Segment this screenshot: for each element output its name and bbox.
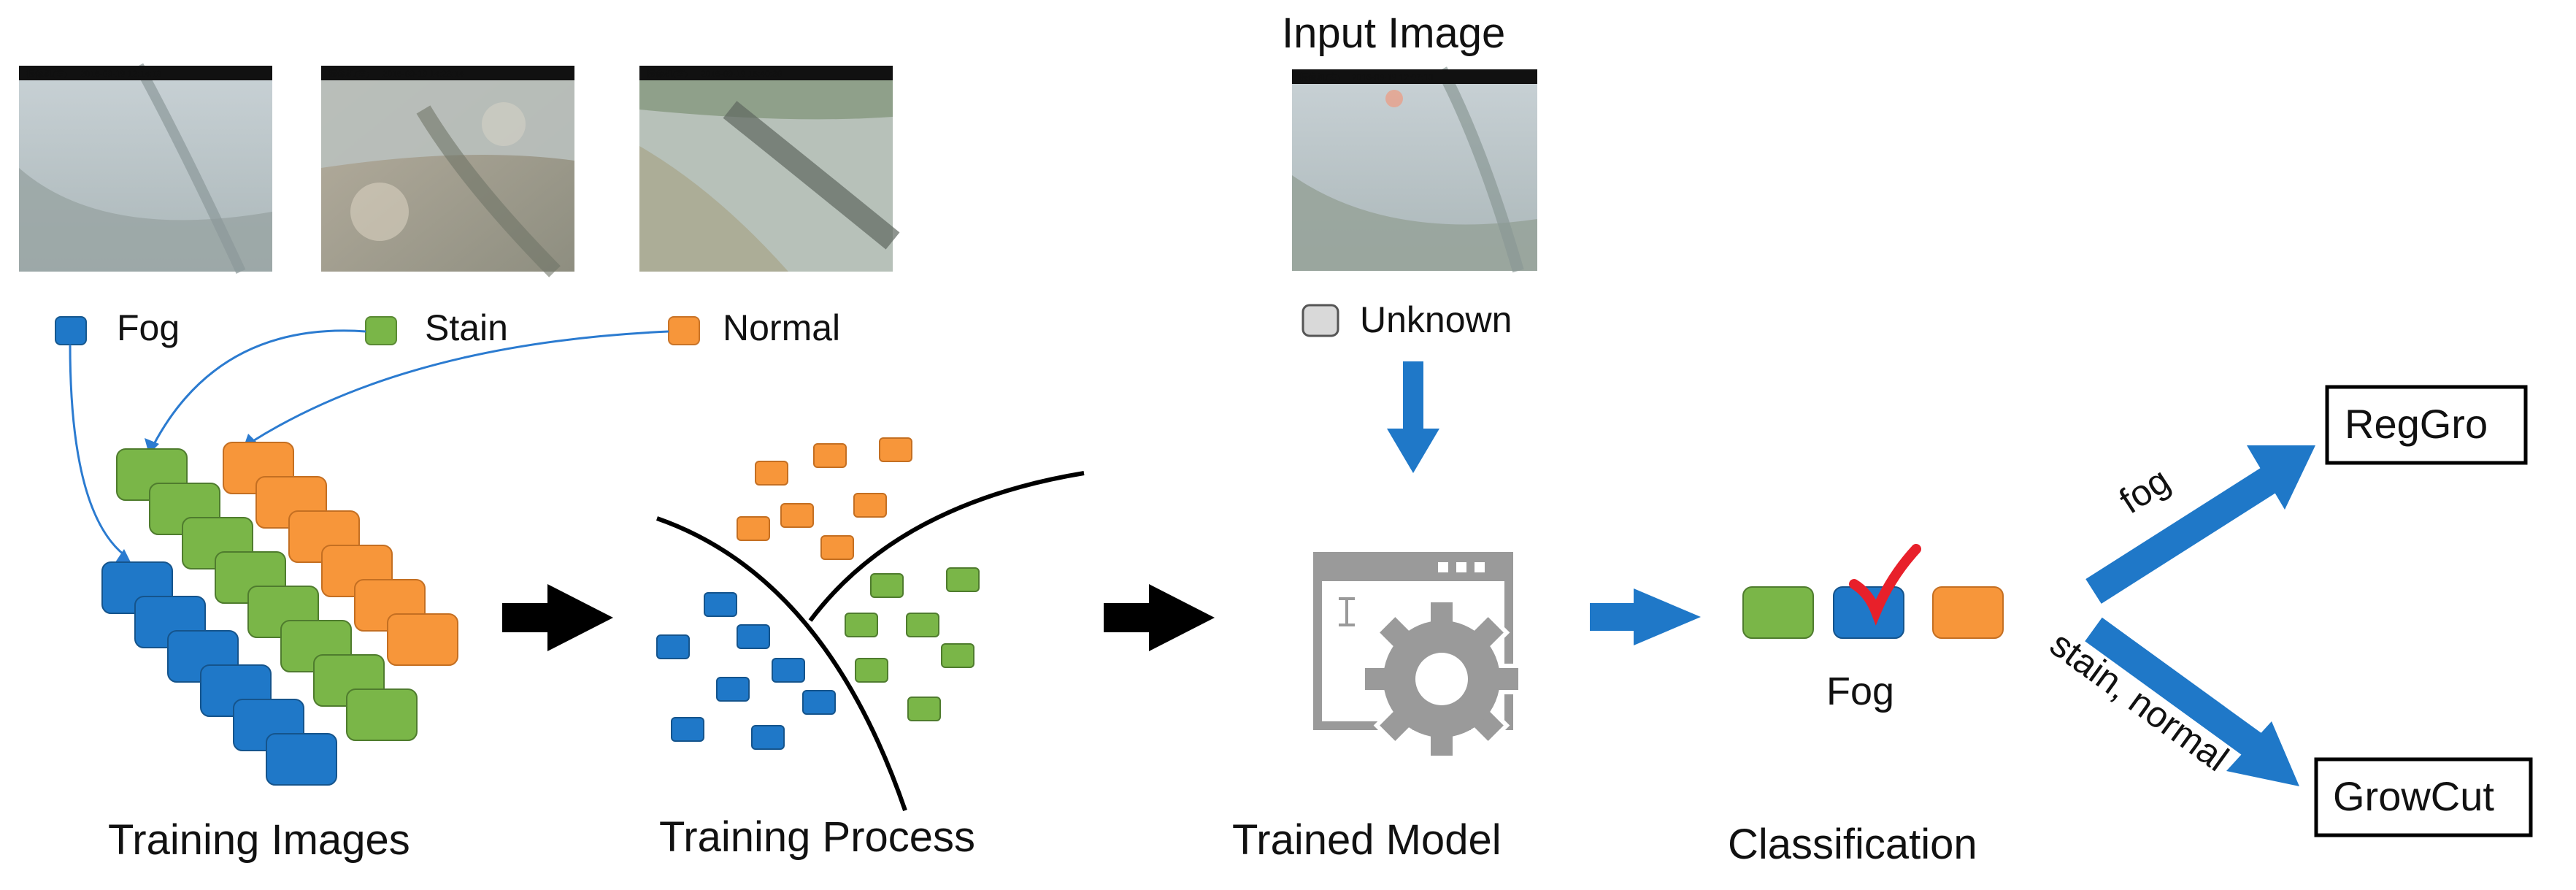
blue-arrow-other-branch-icon <box>2085 617 2299 786</box>
class-stain-swatch <box>1742 586 1814 639</box>
training-photo-normal: 摄像机(室) 2016-09-19 15:40:30 <box>639 66 900 272</box>
legend-stain-swatch <box>365 316 397 345</box>
legend-normal-swatch <box>668 316 700 345</box>
legend-normal-label: Normal <box>723 307 840 348</box>
photo-caption: 摄像机(室) <box>647 68 688 79</box>
stage-label-classification: Classification <box>1728 821 1977 868</box>
stain-connector <box>152 329 366 446</box>
photo-timestamp: 2016-09-19 12:14:13 <box>80 69 162 79</box>
photo-caption: 摄像机(室) <box>26 68 67 79</box>
stage-label-trained-model: Trained Model <box>1232 816 1502 864</box>
legend: Fog Stain Normal <box>55 307 840 348</box>
photo-caption: 摄像机(室) <box>1299 72 1340 83</box>
stage-label-training-process: Training Process <box>659 813 975 861</box>
legend-fog-swatch <box>55 316 87 345</box>
photo-timestamp: 2016-09-19 14:23:14 <box>382 69 464 79</box>
check-mark-icon <box>1849 544 1921 626</box>
photo-timestamp: 2016-09-19 12:07:13 <box>1352 72 1434 83</box>
orange-points <box>737 437 912 560</box>
unknown-swatch <box>1302 304 1339 337</box>
input-image-photo: 摄像机(室) 2016-09-19 12:07:13 <box>1292 66 1537 273</box>
training-process-scatter <box>656 437 1085 811</box>
blue-arrow-down-icon <box>1387 361 1439 473</box>
classification-result-label: Fog <box>1826 670 1894 713</box>
normal-card-stack <box>223 442 458 666</box>
input-image-title: Input Image <box>1282 9 1505 57</box>
stage-label-training-images: Training Images <box>108 816 410 864</box>
app-window-gear-icon <box>1313 552 1523 760</box>
output-reggro-label: RegGro <box>2345 401 2488 447</box>
black-arrow-right-icon <box>502 584 613 651</box>
branch-label-fog: fog <box>2112 459 2177 521</box>
green-points <box>845 567 980 721</box>
output-growcut-label: GrowCut <box>2333 773 2494 819</box>
blue-points <box>656 592 836 750</box>
class-normal-swatch <box>1932 586 2004 639</box>
blue-arrow-right-icon <box>1590 588 1701 645</box>
fog-connector <box>69 344 125 556</box>
training-photo-fog: 摄像机(室) 2016-09-19 12:14:13 <box>19 63 272 274</box>
photo-caption: 摄像机(室) <box>328 68 369 79</box>
training-photo-stain: 摄像机(室) 2016-09-19 14:23:14 <box>321 66 574 277</box>
unknown-label: Unknown <box>1360 299 1512 340</box>
fog-card-stack <box>101 561 337 786</box>
decision-boundary-left <box>656 516 907 811</box>
normal-connector <box>251 330 669 443</box>
black-arrow-right-icon <box>1104 584 1215 651</box>
legend-fog-label: Fog <box>117 307 180 348</box>
decision-boundary-right <box>808 471 1085 622</box>
legend-stain-label: Stain <box>425 307 508 348</box>
output-box-growcut: GrowCut <box>2314 757 2533 837</box>
stain-card-stack <box>116 448 418 741</box>
output-box-reggro: RegGro <box>2325 385 2528 465</box>
blue-arrow-fog-branch-icon <box>2085 445 2315 604</box>
photo-timestamp: 2016-09-19 15:40:30 <box>701 69 783 79</box>
